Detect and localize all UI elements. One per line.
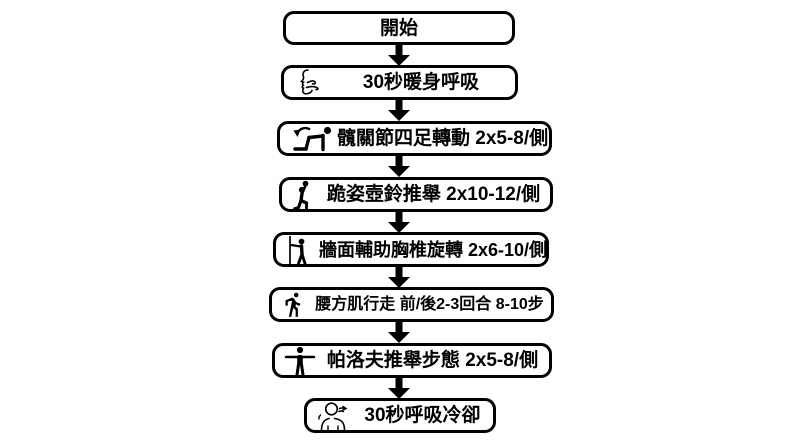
flow-node-wall-thoracic-rotation: 牆面輔助胸椎旋轉 2x6-10/側: [273, 232, 549, 267]
quadruped-rotation-icon: [289, 125, 333, 153]
node-label: 開始: [379, 17, 418, 39]
flow-node-cooldown-breathing: 30秒呼吸冷卻: [304, 398, 496, 433]
node-label: 腰方肌行走 前/後2-3回合 8-10步: [315, 295, 544, 313]
flow-node-ql-walk: 腰方肌行走 前/後2-3回合 8-10步: [269, 287, 554, 322]
down-arrow: [388, 45, 410, 66]
node-label: 牆面輔助胸椎旋轉 2x6-10/側: [319, 239, 548, 260]
flow-node-pallof-press-gait: 帕洛夫推舉步態 2x5-8/側: [272, 343, 552, 378]
flow-node-quadruped-hip-rotation: 髖關節四足轉動 2x5-8/側: [277, 121, 552, 156]
wall-thoracic-rotation-icon: [285, 235, 315, 265]
kneeling-kettlebell-press-icon: [291, 180, 317, 210]
node-label: 跪姿壺鈴推舉 2x10-12/側: [326, 184, 541, 205]
pallof-press-icon: [284, 346, 316, 376]
down-arrow: [388, 378, 410, 399]
node-label: 帕洛夫推舉步態 2x5-8/側: [326, 350, 539, 371]
walking-person-icon: [281, 291, 308, 318]
down-arrow: [388, 156, 410, 177]
flow-node-start: 開始: [283, 11, 515, 45]
node-label: 30秒暖身呼吸: [362, 72, 480, 93]
node-label: 30秒呼吸冷卻: [364, 405, 481, 426]
down-arrow: [388, 212, 410, 233]
flow-node-warmup-breathing: 30秒暖身呼吸: [281, 65, 518, 100]
down-arrow: [388, 267, 410, 288]
cooldown-breathing-icon: [316, 401, 352, 431]
flow-node-kneeling-kettlebell-press: 跪姿壺鈴推舉 2x10-12/側: [279, 177, 553, 212]
breathing-face-icon: [293, 68, 327, 97]
down-arrow: [388, 322, 410, 343]
node-label: 髖關節四足轉動 2x5-8/側: [337, 128, 549, 149]
down-arrow: [388, 100, 410, 121]
